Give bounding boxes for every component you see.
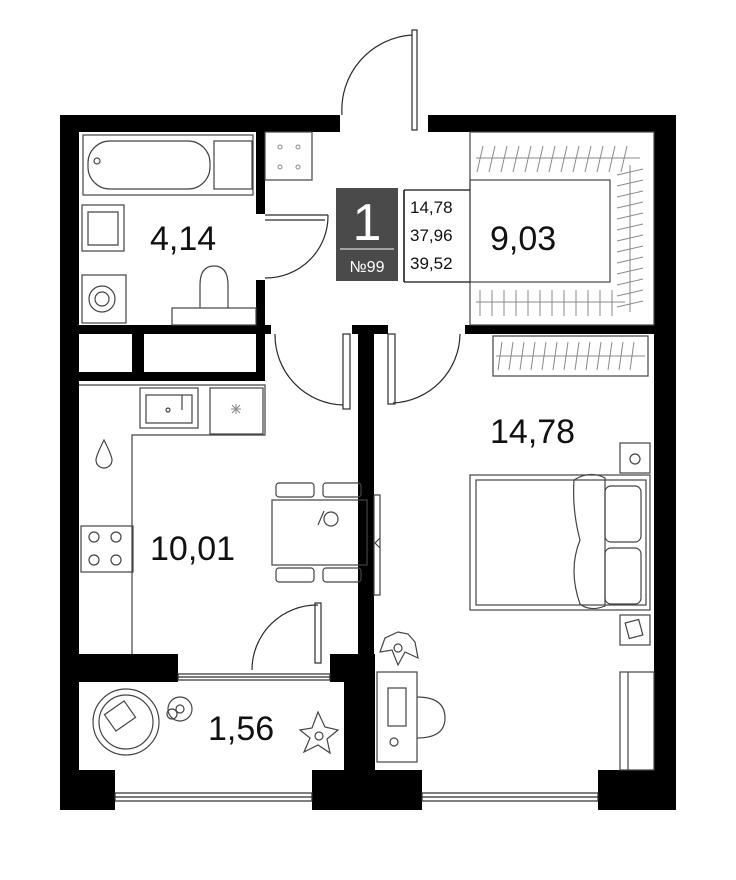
- hanger-line: [616, 190, 644, 198]
- hanger-line: [519, 341, 525, 371]
- washing-machine: [81, 274, 127, 324]
- hanger-line: [616, 300, 644, 308]
- hanger-line: [616, 267, 644, 275]
- kitchen-counter: [79, 384, 266, 654]
- hanger-line: [476, 145, 484, 173]
- tv-stand: [619, 671, 655, 771]
- sink-bathroom: [81, 204, 125, 252]
- balcony-door: [251, 602, 322, 671]
- hanger-line: [616, 212, 644, 220]
- area-summary: 14,78 37,96 39,52: [403, 189, 470, 283]
- hall-cabinet: [264, 131, 313, 181]
- hanger-line: [497, 341, 503, 371]
- hanger-line: [616, 256, 644, 264]
- hanger-line: [574, 341, 580, 371]
- total-area: 37,96: [410, 226, 453, 245]
- hanger-line: [616, 289, 644, 297]
- bedroom-area: 14,78: [490, 413, 575, 451]
- bedroom-wardrobe: [492, 335, 649, 377]
- hanger-line: [616, 234, 644, 242]
- balcony-armchair: [92, 688, 193, 756]
- wardrobe-room-fixtures: [469, 131, 655, 326]
- apartment-badge: 1 №99: [336, 188, 398, 281]
- room-count: 1: [353, 194, 382, 252]
- hanger-line: [541, 341, 547, 371]
- hanger-line: [548, 145, 556, 173]
- bedroom-door: [387, 333, 461, 405]
- hanger-line: [620, 145, 628, 173]
- hanger-line: [530, 341, 536, 371]
- hanger-line: [608, 145, 616, 173]
- hanger-line: [572, 145, 580, 173]
- apartment-number: №99: [350, 259, 385, 276]
- balcony-area: 1,56: [208, 710, 274, 748]
- dining-table: [271, 482, 368, 583]
- bed: [469, 442, 651, 646]
- hanger-line: [512, 145, 520, 173]
- living-area: 14,78: [410, 198, 453, 217]
- hanger-line: [552, 341, 558, 371]
- hanger-line: [500, 145, 508, 173]
- kitchen-area: 10,01: [150, 530, 235, 568]
- windows: [114, 673, 599, 802]
- toilet: [171, 265, 257, 326]
- hanger-line: [629, 341, 635, 371]
- hanger-line: [616, 179, 644, 187]
- hanger-line: [488, 145, 496, 173]
- hanger-line: [596, 145, 604, 173]
- hanger-line: [616, 168, 644, 176]
- hanger-line: [536, 145, 544, 173]
- bathtub: [82, 134, 254, 196]
- hanger-line: [563, 341, 569, 371]
- mirror-panel: [373, 494, 381, 596]
- hanger-line: [596, 341, 602, 371]
- hanger-line: [616, 245, 644, 253]
- hanger-line: [585, 341, 591, 371]
- bathroom-door: [264, 214, 329, 279]
- total-area-with-balcony: 39,52: [410, 254, 453, 273]
- hanger-line: [560, 145, 568, 173]
- entrance-door: [341, 29, 418, 131]
- hanger-line: [618, 341, 624, 371]
- desk: [376, 671, 446, 763]
- plant-bedroom: [379, 631, 419, 667]
- kitchen-door: [274, 333, 351, 410]
- hanger-line: [616, 223, 644, 231]
- walls: [60, 115, 676, 810]
- hanger-line: [524, 145, 532, 173]
- hanger-line: [607, 341, 613, 371]
- hanger-line: [508, 341, 514, 371]
- hanger-line: [616, 278, 644, 286]
- hanger-line: [616, 201, 644, 209]
- hanger-line: [584, 145, 592, 173]
- plant-balcony: [298, 710, 340, 755]
- bathroom-area: 4,14: [150, 220, 216, 258]
- wardrobe-area: 9,03: [490, 220, 556, 258]
